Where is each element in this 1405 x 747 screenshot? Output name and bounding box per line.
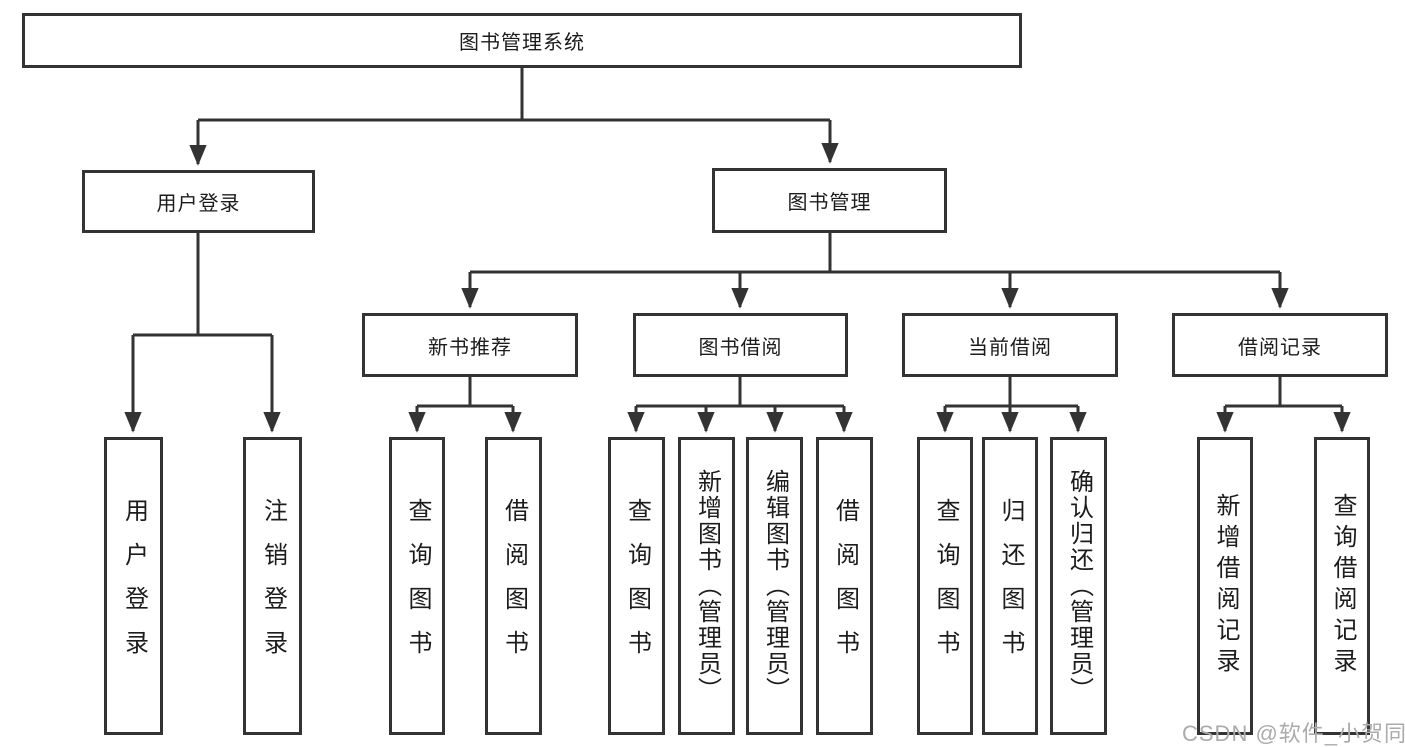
node-new-book-recommend: 新书推荐: [362, 313, 578, 377]
leaf-edit-book-admin: 编辑图书（管理员）: [746, 437, 803, 735]
leaf-add-borrow-record: 新增借阅记录: [1197, 437, 1253, 735]
leaf-recommend-borrow-books-label: 借阅图书: [500, 498, 528, 674]
connector-new-book-children: [408, 377, 522, 433]
leaf-query-borrow-record: 查询借阅记录: [1314, 437, 1370, 735]
leaf-add-borrow-record-label: 新增借阅记录: [1212, 493, 1239, 679]
leaf-return-books-label: 归还图书: [997, 498, 1024, 674]
connector-borrow-records-children: [1216, 377, 1351, 433]
connector-root-to-level2: [189, 68, 839, 166]
connector-book-management-children: [461, 233, 1289, 309]
node-current-borrow: 当前借阅: [902, 313, 1118, 377]
leaf-recommend-query-books: 查询图书: [389, 437, 445, 735]
node-borrow-records: 借阅记录: [1172, 313, 1388, 377]
leaf-borrow-query-books: 查询图书: [608, 437, 665, 735]
leaf-borrow-books: 借阅图书: [816, 437, 873, 735]
connector-current-borrow-children: [936, 377, 1087, 433]
node-new-book-recommend-label: 新书推荐: [428, 336, 512, 359]
leaf-add-book-admin-label: 新增图书（管理员）: [693, 469, 721, 703]
leaf-confirm-return-admin: 确认归还（管理员）: [1050, 437, 1107, 735]
node-book-management-label: 图书管理: [787, 192, 872, 214]
csdn-watermark: CSDN @软件_小贺同学: [1182, 721, 1405, 746]
leaf-current-query-books: 查询图书: [917, 437, 973, 735]
node-user-login-label: 用户登录: [156, 193, 241, 215]
node-root-library-system: 图书管理系统: [22, 13, 1022, 68]
leaf-edit-book-admin-label: 编辑图书（管理员）: [761, 469, 789, 703]
leaf-recommend-query-books-label: 查询图书: [404, 498, 431, 674]
leaf-logout: 注销登录: [243, 437, 302, 735]
leaf-user-login-label: 用户登录: [120, 498, 148, 674]
connector-book-borrow-children: [627, 377, 853, 433]
node-current-borrow-label: 当前借阅: [968, 336, 1052, 359]
leaf-logout-label: 注销登录: [259, 498, 287, 674]
node-root-label: 图书管理系统: [459, 32, 585, 54]
node-user-login: 用户登录: [82, 170, 315, 233]
leaf-confirm-return-admin-label: 确认归还（管理员）: [1065, 469, 1093, 703]
leaf-query-borrow-record-label: 查询借阅记录: [1329, 493, 1356, 679]
leaf-borrow-query-books-label: 查询图书: [623, 498, 651, 674]
leaf-return-books: 归还图书: [982, 437, 1038, 735]
node-book-borrow-label: 图书借阅: [698, 336, 783, 359]
leaf-add-book-admin: 新增图书（管理员）: [678, 437, 735, 735]
leaf-user-login: 用户登录: [104, 437, 163, 735]
leaf-recommend-borrow-books: 借阅图书: [485, 437, 542, 735]
leaf-borrow-books-label: 借阅图书: [831, 498, 859, 674]
node-book-borrow: 图书借阅: [633, 313, 848, 377]
node-book-management: 图书管理: [712, 168, 947, 233]
leaf-current-query-books-label: 查询图书: [932, 498, 959, 674]
node-borrow-records-label: 借阅记录: [1238, 336, 1322, 359]
connector-user-login-children: [124, 233, 281, 433]
